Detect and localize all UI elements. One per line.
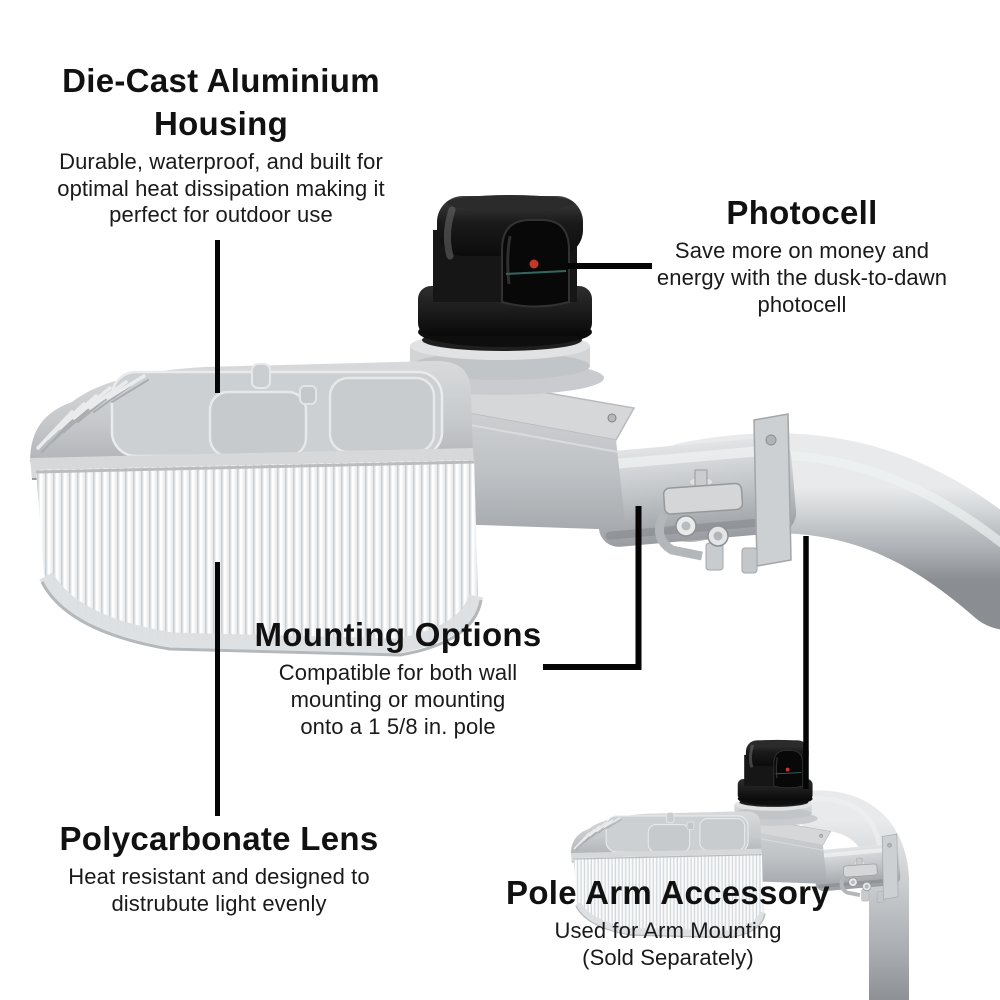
callout-lens-title: Polycarbonate Lens (59, 820, 379, 857)
callout-pole-arm-body: Used for Arm Mounting (Sold Separately) (554, 917, 782, 970)
callout-lens-body: Heat resistant and designed to distrubut… (68, 863, 370, 916)
barn-light-fixture (30, 195, 797, 657)
heatsink-terrace (208, 390, 308, 458)
heatsink-housing (30, 360, 475, 480)
callout-housing-title: Die-Cast Aluminium Housing (62, 62, 380, 142)
clamp-hook (655, 511, 703, 561)
leader-mounting (543, 506, 642, 670)
photocell-gloss (443, 206, 456, 260)
callout-housing-body: Durable, waterproof, and built for optim… (57, 148, 385, 228)
lens-rim (39, 572, 484, 654)
box-screw (607, 413, 617, 423)
callout-lens: Polycarbonate Lens Heat resistant and de… (16, 818, 422, 918)
photocell-sensor (529, 259, 539, 269)
callout-photocell-body: Save more on money and energy with the d… (656, 237, 948, 317)
heatsink-knob (299, 385, 317, 405)
leader-lines (215, 240, 809, 816)
callout-photocell-title: Photocell (726, 194, 878, 231)
callout-mounting-title: Mounting Options (254, 616, 542, 653)
lens (35, 460, 484, 657)
callout-pole-arm: Pole Arm Accessory Used for Arm Mounting… (470, 872, 866, 972)
callout-mounting: Mounting Options Compatible for both wal… (240, 614, 556, 740)
heatsink-fins (36, 374, 149, 453)
lens-rim-edge (40, 581, 483, 657)
heatsink-terrace (328, 376, 436, 454)
callout-housing: Die-Cast Aluminium Housing Durable, wate… (8, 60, 434, 229)
mount-clamp (655, 469, 744, 561)
photocell (418, 195, 592, 347)
callout-photocell: Photocell Save more on money and energy … (606, 192, 998, 318)
callout-mounting-body: Compatible for both wall mounting or mou… (278, 659, 518, 739)
callout-pole-arm-title: Pole Arm Accessory (506, 874, 830, 911)
heatsink-knob (251, 363, 271, 389)
